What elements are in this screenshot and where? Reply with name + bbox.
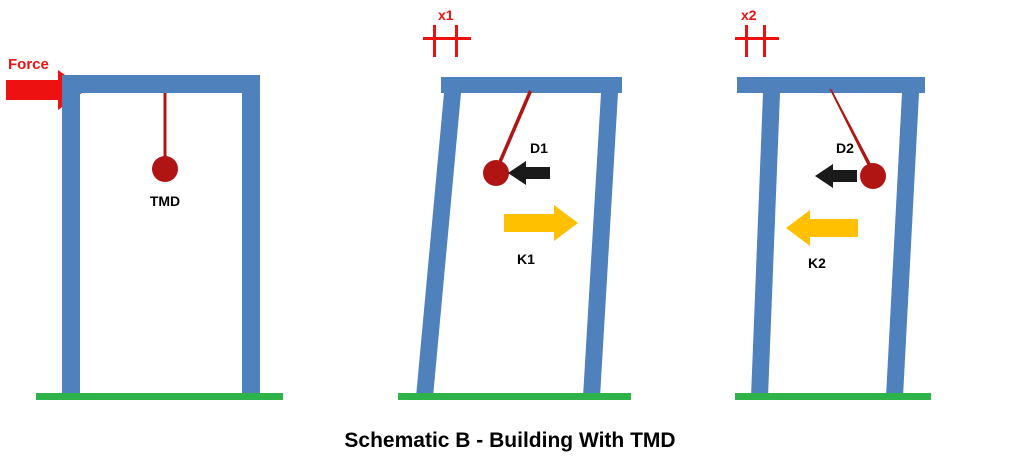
- right-column: [242, 75, 260, 397]
- spring-force-arrow-shaft: [504, 214, 554, 232]
- right-column: [886, 93, 919, 397]
- left-column: [416, 93, 461, 397]
- force-arrow-shaft: [6, 80, 58, 100]
- displacement-x1-marker-bar: [423, 37, 471, 40]
- left-column: [751, 93, 780, 397]
- displacement-x2-label: x2: [741, 7, 757, 23]
- displacement-x2-marker-tick: [763, 25, 766, 57]
- damper-force-arrow-head: [815, 164, 833, 188]
- displacement-x1-marker-tick: [433, 25, 436, 57]
- tmd-mass: [860, 163, 886, 189]
- spring-k1-label: K1: [517, 251, 535, 267]
- top-beam: [737, 77, 925, 93]
- displacement-x2-marker-tick: [745, 25, 748, 57]
- damper-force-arrow-shaft: [526, 167, 550, 179]
- top-beam: [441, 77, 622, 93]
- damper-d2-label: D2: [836, 140, 854, 156]
- building-displaced-x2: x2 D2 K2: [735, 7, 931, 400]
- displacement-x1-marker-tick: [455, 25, 458, 57]
- building-displaced-x1: x1 D1 K1: [398, 7, 631, 400]
- ground-line: [398, 393, 631, 400]
- ground-line: [735, 393, 931, 400]
- ground-line: [36, 393, 283, 400]
- schematic-caption: Schematic B - Building With TMD: [344, 429, 675, 452]
- right-column: [583, 93, 618, 397]
- spring-force-arrow-head: [554, 205, 578, 241]
- spring-force-arrow-shaft: [810, 219, 858, 237]
- force-label: Force: [8, 56, 49, 73]
- top-beam: [62, 75, 260, 93]
- left-column: [62, 75, 80, 397]
- tmd-rod: [498, 90, 532, 164]
- displacement-x1-label: x1: [438, 7, 454, 23]
- tmd-mass: [483, 160, 509, 186]
- spring-k2-label: K2: [808, 255, 826, 271]
- building-at-rest: Force TMD: [6, 56, 283, 400]
- tmd-mass: [152, 156, 178, 182]
- damper-d1-label: D1: [530, 140, 548, 156]
- displacement-x2-marker-bar: [735, 37, 779, 40]
- tmd-rod: [829, 88, 872, 168]
- spring-force-arrow-head: [786, 210, 810, 246]
- tmd-label: TMD: [150, 193, 180, 209]
- damper-force-arrow-shaft: [833, 170, 857, 182]
- damper-force-arrow-head: [508, 161, 526, 185]
- tmd-rod: [163, 93, 167, 157]
